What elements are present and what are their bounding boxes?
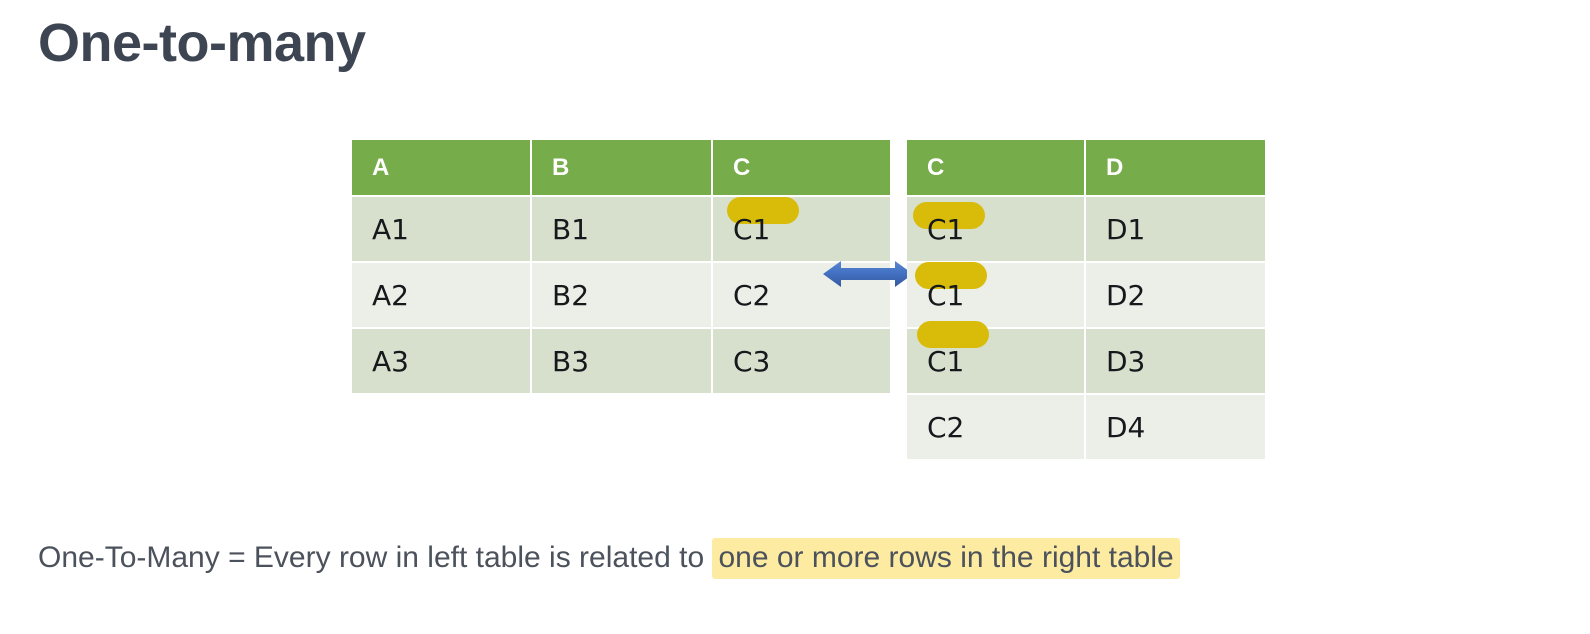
left-table: A B C A1 B1 C1 A2 B2 C2 <box>350 138 892 395</box>
page-title: One-to-many <box>38 13 366 73</box>
table-row: C1 D3 <box>907 320 1265 393</box>
right-table-header-d: D <box>1086 140 1265 195</box>
left-table-header-row: A B C <box>352 140 890 195</box>
left-cell-a1: A1 <box>352 197 530 261</box>
right-table: C D C1 D1 C1 <box>905 138 1267 461</box>
right-cell-d1: D1 <box>1086 197 1265 261</box>
caption-lead-text: One-To-Many = Every row in left table is… <box>38 541 713 574</box>
caption-highlighted-text: one or more rows in the right table <box>712 538 1180 579</box>
right-table-header-row: C D <box>907 140 1265 195</box>
left-cell-b1: B1 <box>532 197 711 261</box>
double-headed-arrow-icon <box>823 261 913 287</box>
marked-value: C1 <box>727 196 799 244</box>
left-table-header-a: A <box>352 140 530 195</box>
table-row: C2 D4 <box>907 395 1265 459</box>
right-cell-c3: C1 <box>907 320 1084 393</box>
left-cell-b3: B3 <box>532 329 711 393</box>
right-cell-d2: D2 <box>1086 263 1265 327</box>
table-row: A2 B2 C2 <box>352 263 890 327</box>
marked-value: C1 <box>917 320 989 376</box>
left-table-header-b: B <box>532 140 711 195</box>
right-cell-d4: D4 <box>1086 395 1265 459</box>
right-cell-c1: C1 <box>907 197 1084 261</box>
left-cell-c1: C1 <box>713 196 890 261</box>
marked-value: C1 <box>913 201 985 244</box>
table-row: A1 B1 C1 <box>352 196 890 261</box>
left-table-header-c: C <box>713 140 890 195</box>
caption: One-To-Many = Every row in left table is… <box>38 536 1180 580</box>
left-cell-a2: A2 <box>352 263 530 327</box>
right-cell-c4: C2 <box>907 395 1084 459</box>
table-row: A3 B3 C3 <box>352 329 890 393</box>
marked-value: C1 <box>915 261 987 310</box>
table-row: C1 D1 <box>907 197 1265 261</box>
relation-arrow <box>823 256 913 292</box>
table-row: C1 D2 <box>907 261 1265 327</box>
right-cell-c2: C1 <box>907 261 1084 327</box>
left-cell-b2: B2 <box>532 263 711 327</box>
left-cell-a3: A3 <box>352 329 530 393</box>
right-cell-d3: D3 <box>1086 329 1265 393</box>
right-table-header-c: C <box>907 140 1084 195</box>
left-cell-c3: C3 <box>713 329 890 393</box>
